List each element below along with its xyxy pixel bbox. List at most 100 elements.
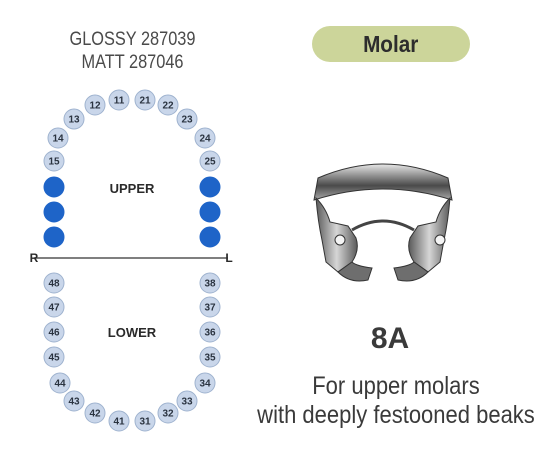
description: For upper molars with deeply festooned b… [226,372,540,430]
tooth-25: 25 [199,150,221,172]
indicated-tooth-marker [199,201,221,223]
tooth-number: 44 [54,379,66,390]
tooth-circle [199,272,221,294]
tooth-31: 31 [134,410,156,432]
upper-jaw-label: UPPER [110,181,155,196]
tooth-circle [43,272,65,294]
tooth-circle [84,402,106,424]
tooth-number: 14 [52,134,64,145]
tooth-43: 43 [63,390,85,412]
tooth-circle [43,346,65,368]
tooth-number: 11 [114,96,125,107]
tooth-number: 25 [204,157,216,168]
tooth-number: 48 [48,279,60,290]
tooth-24: 24 [194,127,216,149]
tooth-circle [43,150,65,172]
tooth-circle [199,321,221,343]
tooth-circle [108,410,130,432]
tooth-37: 37 [199,296,221,318]
tooth-34: 34 [194,372,216,394]
tooth-number: 38 [204,279,216,290]
tooth-number: 34 [199,379,211,390]
tooth-number: 36 [204,328,216,339]
tooth-33: 33 [176,390,198,412]
tooth-number: 45 [48,353,60,364]
tooth-number: 15 [48,157,60,168]
tooth-circle [63,390,85,412]
tooth-circle [108,89,130,111]
tooth-47: 47 [43,296,65,318]
tooth-45: 45 [43,346,65,368]
category-badge: Molar [312,26,470,62]
description-line-2: with deeply festooned beaks [257,401,535,429]
tooth-circle [194,372,216,394]
tooth-circle [157,402,179,424]
tooth-circle [47,127,69,149]
indicated-tooth-marker [43,176,65,198]
tooth-46: 46 [43,321,65,343]
description-line-1: For upper molars [312,372,480,400]
tooth-number: 41 [113,417,125,428]
tooth-number: 35 [204,353,216,364]
tooth-22: 22 [157,94,179,116]
tooth-number: 22 [162,101,174,112]
tooth-11: 11 [108,89,130,111]
indicated-tooth-marker [43,226,65,248]
tooth-circle [176,108,198,130]
tooth-15: 15 [43,150,65,172]
indicated-tooth-left-3 [199,226,221,248]
tooth-circle [157,94,179,116]
tooth-number: 23 [181,115,193,126]
tooth-number: 33 [181,397,193,408]
tooth-number: 37 [204,303,216,314]
model-number: 8A [370,322,410,355]
tooth-circle [49,372,71,394]
tooth-38: 38 [199,272,221,294]
tooth-circle [43,296,65,318]
tooth-12: 12 [84,94,106,116]
clamp-image [313,163,453,282]
tooth-number: 43 [68,397,80,408]
tooth-number: 46 [48,328,60,339]
tooth-number: 47 [48,303,60,314]
tooth-circle [199,150,221,172]
tooth-13: 13 [63,108,85,130]
product-codes: GLOSSY 287039 MATT 287046 [53,28,212,74]
tooth-32: 32 [157,402,179,424]
tooth-21: 21 [134,89,156,111]
indicated-tooth-right-3 [43,226,65,248]
glossy-code: GLOSSY 287039 [69,29,196,50]
indicated-tooth-marker [199,176,221,198]
indicated-tooth-left-2 [199,201,221,223]
tooth-circle [63,108,85,130]
tooth-48: 48 [43,272,65,294]
tooth-41: 41 [108,410,130,432]
tooth-23: 23 [176,108,198,130]
tooth-circle [134,89,156,111]
tooth-42: 42 [84,402,106,424]
tooth-35: 35 [199,346,221,368]
tooth-circle [84,94,106,116]
indicated-tooth-right-2 [43,201,65,223]
tooth-circle [176,390,198,412]
matt-code: MATT 287046 [81,52,184,73]
tooth-number: 42 [89,409,101,420]
tooth-number: 21 [139,96,151,107]
tooth-number: 13 [68,115,80,126]
tooth-circle [43,321,65,343]
indicated-tooth-marker [43,201,65,223]
tooth-circle [199,346,221,368]
indicated-tooth-marker [199,226,221,248]
tooth-36: 36 [199,321,221,343]
tooth-number: 12 [89,101,101,112]
indicated-tooth-left-1 [199,176,221,198]
left-side-label: L [225,251,232,265]
tooth-number: 24 [199,134,211,145]
indicated-tooth-right-1 [43,176,65,198]
tooth-circle [194,127,216,149]
tooth-circle [134,410,156,432]
tooth-number: 31 [139,417,151,428]
tooth-14: 14 [47,127,69,149]
